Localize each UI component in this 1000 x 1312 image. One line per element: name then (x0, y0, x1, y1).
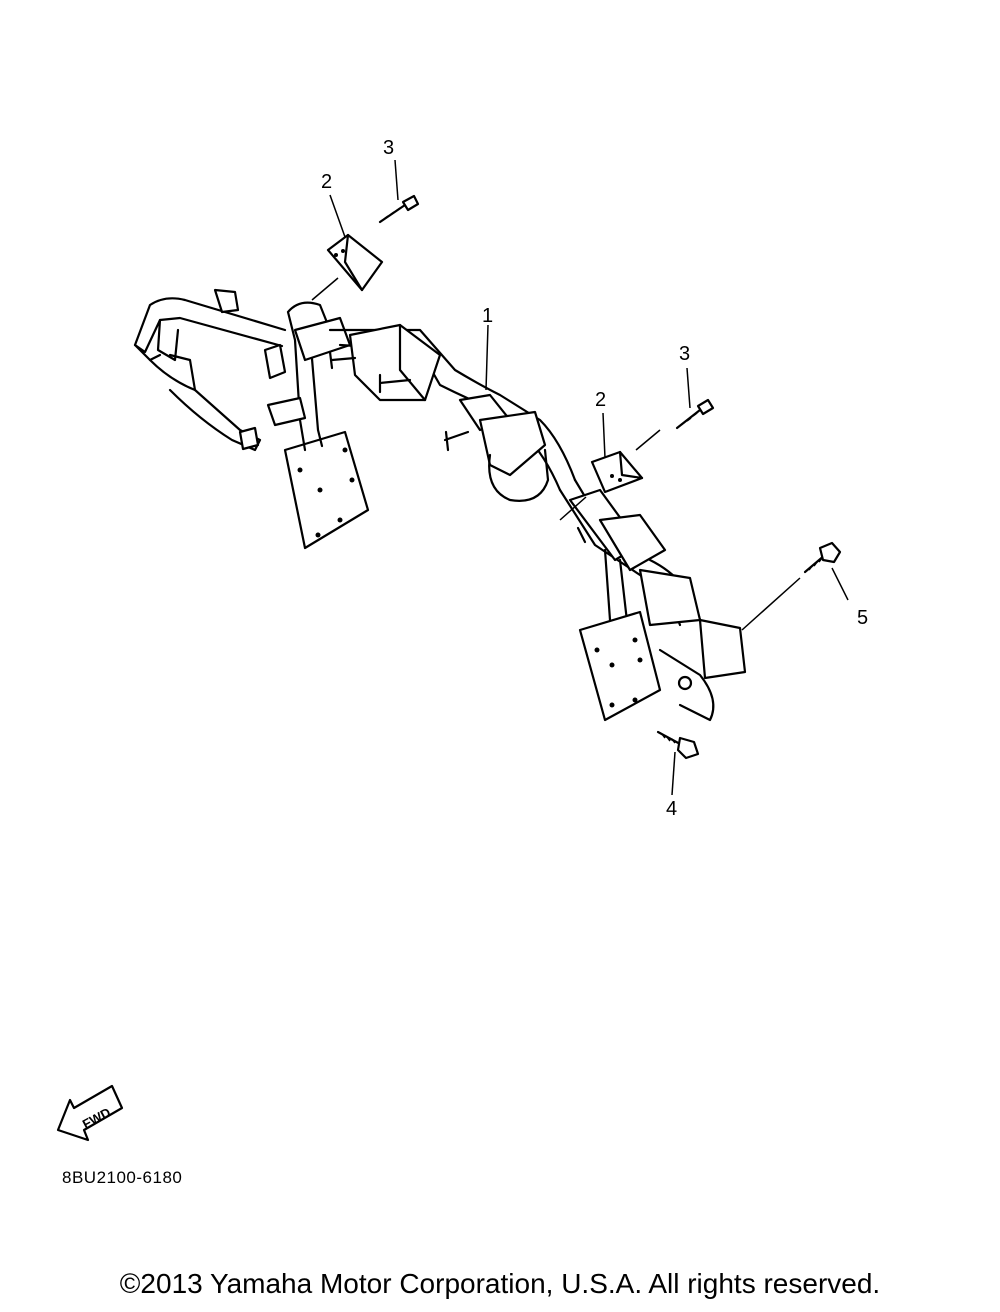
leader-lines (311, 159, 849, 796)
callout-3-lower: 3 (679, 343, 690, 365)
callout-labels: 1 2 2 3 3 4 5 (321, 137, 868, 820)
bolt-5 (803, 541, 842, 574)
screw-lower (675, 398, 715, 430)
callout-2-lower: 2 (595, 389, 606, 411)
part-code: 8BU2100-6180 (62, 1168, 183, 1187)
callout-2-upper: 2 (321, 171, 332, 193)
callout-4: 4 (666, 798, 677, 820)
fwd-arrow-icon: FWD (56, 1084, 124, 1142)
callout-1: 1 (482, 305, 493, 327)
screw-upper (378, 194, 420, 224)
bolt-4 (656, 730, 700, 760)
callout-3-upper: 3 (383, 137, 394, 159)
damper-lower (590, 450, 644, 494)
damper-upper (326, 233, 384, 292)
copyright-notice: ©2013 Yamaha Motor Corporation, U.S.A. A… (119, 1268, 881, 1299)
callout-5: 5 (857, 607, 868, 629)
frame-bracket (133, 288, 747, 722)
